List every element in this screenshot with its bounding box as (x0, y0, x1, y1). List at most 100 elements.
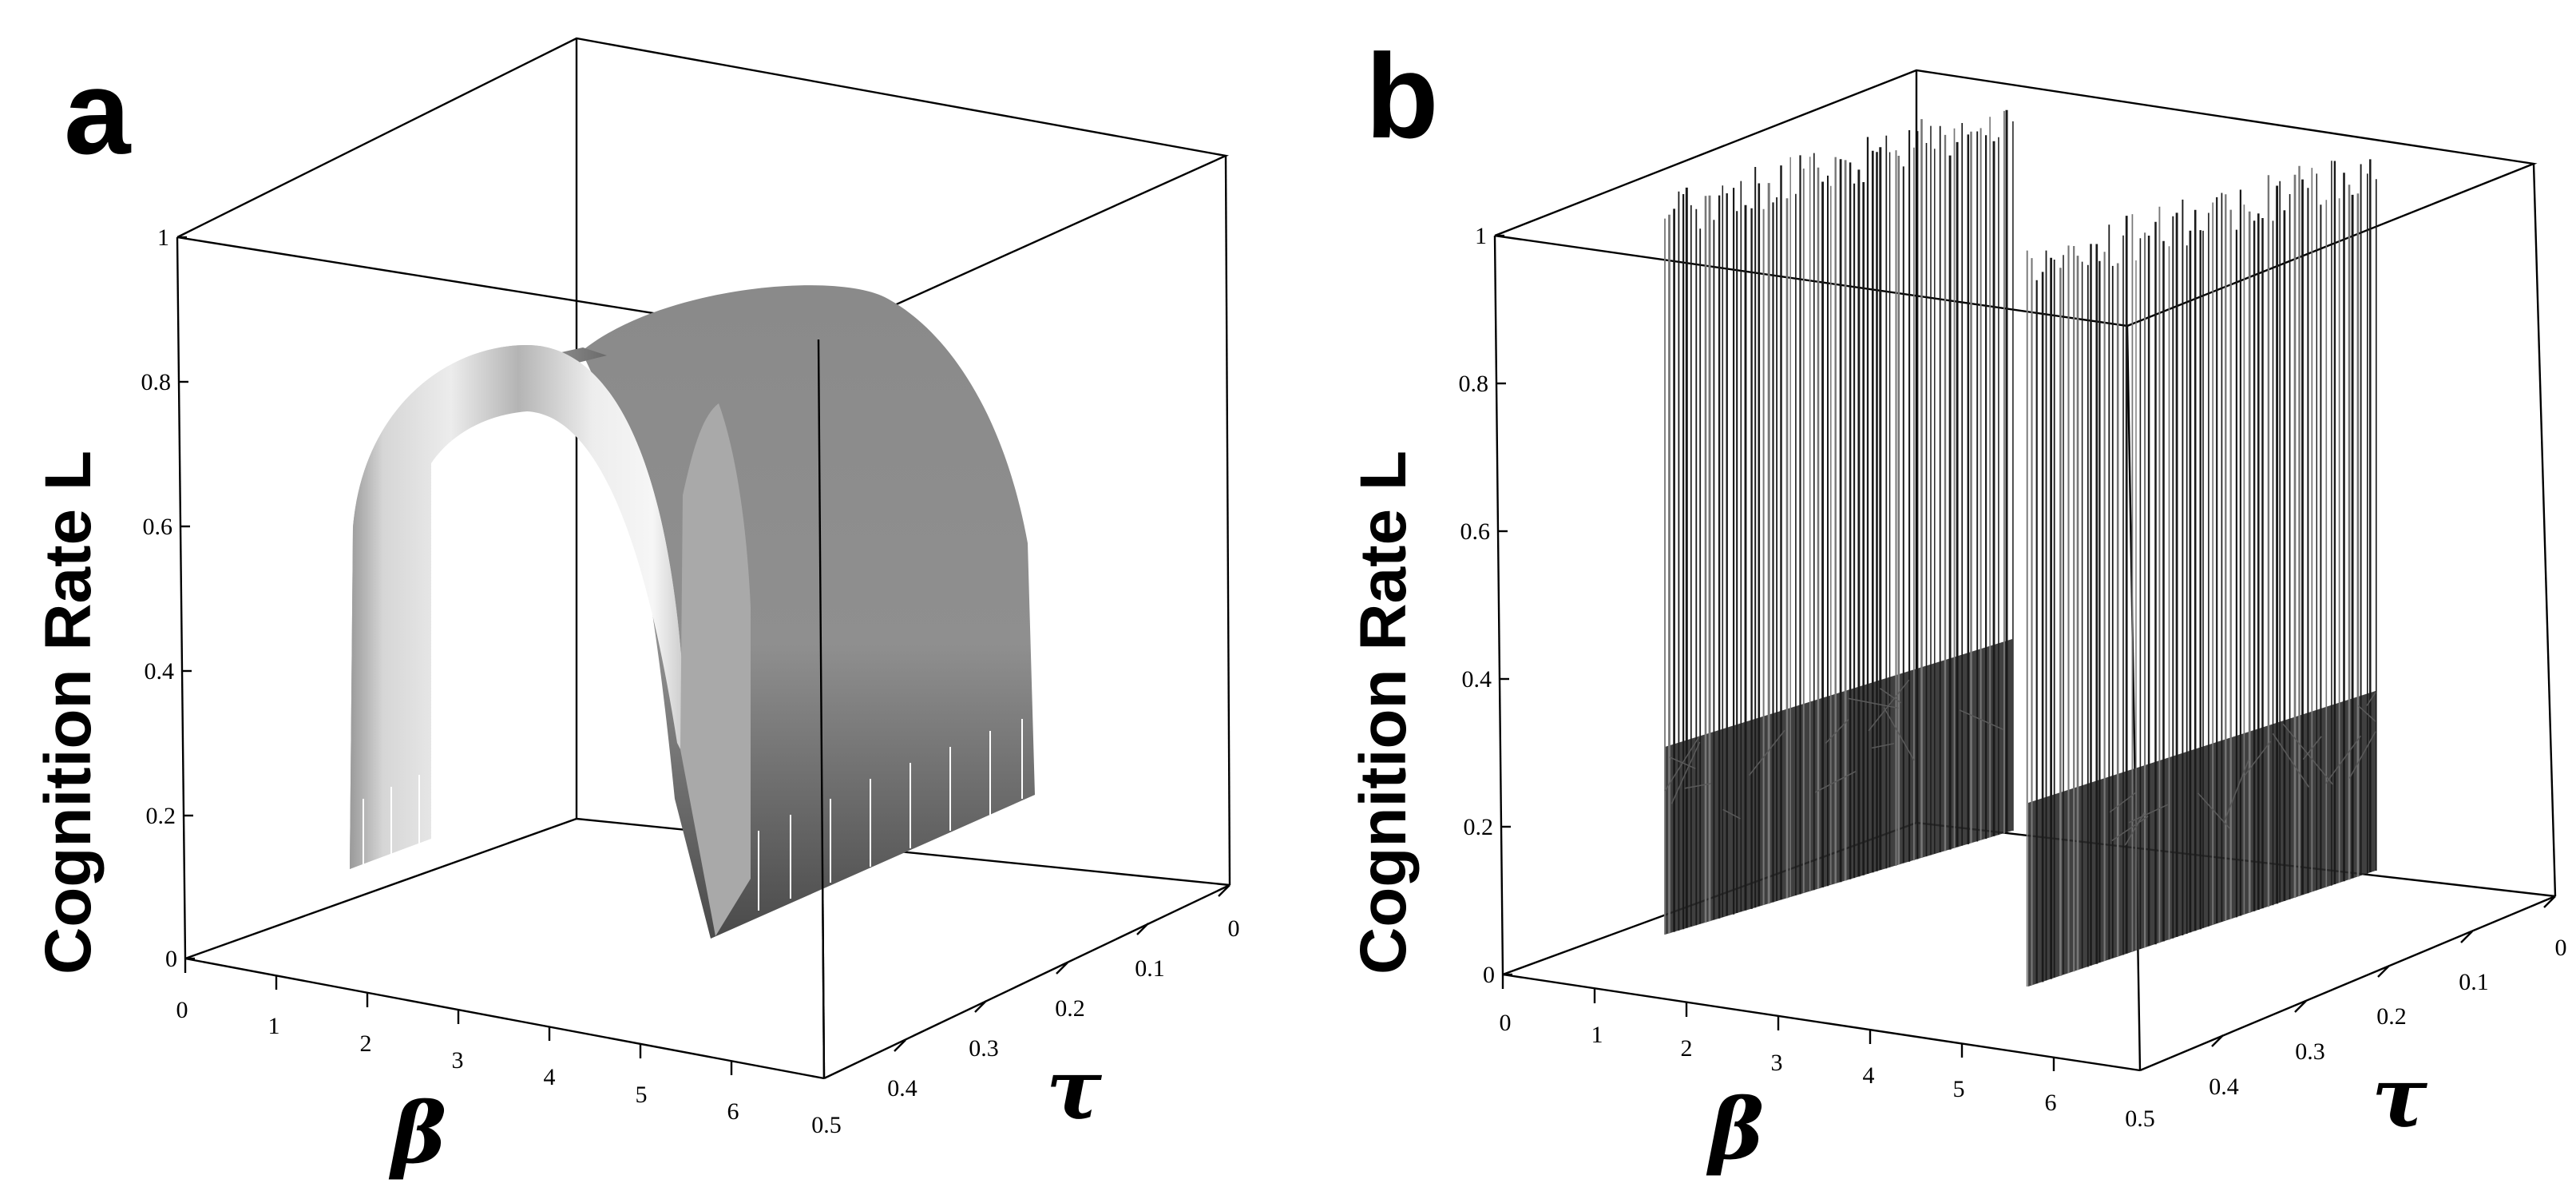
panel-b-tau-axis: 0 0.1 0.2 0.3 0.4 0.5 τ (2125, 895, 2567, 1146)
z-ticklabel: 0.8 (1459, 371, 1489, 397)
tau-tick (2543, 895, 2556, 908)
surface-b-texture (1670, 741, 1701, 804)
surface-b-texture (1880, 688, 1902, 704)
surface-b-texture (1722, 808, 1741, 820)
surface-b-texture (1814, 771, 1857, 793)
z-ticklabel: 0.2 (1464, 814, 1494, 840)
surface-b-texture (2348, 731, 2376, 779)
beta-ticklabel: 5 (636, 1082, 648, 1108)
panel-a-label: a (64, 45, 132, 179)
tau-tick (2377, 965, 2390, 978)
surface-a-right-leg (680, 403, 751, 936)
z-ticklabel: 1 (157, 224, 169, 251)
panel-b-label: b (1365, 29, 1439, 163)
surface-b-texture (2324, 735, 2361, 784)
surface-b-texture (1883, 707, 1915, 761)
panel-a-beta-axis: 0 1 2 3 4 5 6 β (176, 959, 739, 1182)
surface-a-striations-left (363, 695, 644, 867)
beta-ticklabel: 0 (1500, 1010, 1512, 1036)
surface-b-texture (1749, 729, 1785, 776)
tau-ticklabel: 0.4 (887, 1075, 917, 1102)
tau-ticklabel: 0.2 (2376, 1003, 2407, 1030)
tau-tick (1218, 884, 1231, 897)
beta-ticklabel: 0 (176, 997, 188, 1023)
beta-ticklabel: 2 (360, 1030, 372, 1057)
panel-a-surface (350, 285, 1035, 1079)
axis-beta-line (184, 957, 825, 1080)
box-back-floor-edges (184, 817, 1231, 960)
tau-tick (894, 1039, 906, 1052)
panel-a-tau-axis: 0 0.1 0.2 0.3 0.4 0.5 τ (811, 884, 1240, 1138)
box-vertical-left (176, 236, 187, 959)
tau-ticklabel: 0 (1228, 915, 1240, 942)
surface-b-texture (1664, 736, 1700, 792)
beta-ticklabel: 1 (1591, 1022, 1603, 1048)
box-top-edges (1494, 69, 2538, 328)
surface-b-dense-band (1665, 639, 2012, 935)
axis-tau-line (2139, 895, 2556, 1072)
surface-b-dense-band (2028, 691, 2376, 986)
surface-b-texture (2302, 736, 2322, 760)
panel-a: a (32, 37, 1240, 1182)
beta-ticklabel: 4 (544, 1064, 556, 1090)
tau-ticklabel: 0.1 (1135, 955, 1165, 982)
surface-b-texture (2109, 792, 2136, 813)
panel-b-surface (1664, 109, 2377, 986)
surface-b-texture (2111, 816, 2149, 842)
panel-a-z-axis: 1 0.8 0.6 0.4 0.2 0 Cognition Rate L (32, 224, 195, 975)
beta-ticklabel: 1 (268, 1013, 280, 1039)
beta-ticklabel: 4 (1863, 1062, 1875, 1089)
z-axis-label: Cognition Rate L (32, 451, 105, 975)
surface-b-texture (2366, 692, 2376, 706)
panel-b-box (1493, 69, 2557, 1072)
surface-b-texture (1669, 756, 1696, 769)
z-ticklabel: 1 (1475, 223, 1487, 249)
surface-b-texture (2244, 740, 2272, 776)
tau-ticklabel: 0.2 (1055, 995, 1085, 1022)
beta-axis-label: β (1706, 1080, 1764, 1178)
tau-ticklabel: 0 (2555, 935, 2567, 961)
box-vertical-front (2126, 325, 2142, 1071)
tau-tick (2460, 931, 2473, 943)
beta-ticklabel: 5 (1953, 1076, 1965, 1102)
surface-b-texture (2128, 804, 2169, 824)
panel-b: b 1 0.8 0.6 0.4 0.2 0 Cognition Rate (1347, 29, 2567, 1178)
z-ticklabel: 0.6 (143, 514, 173, 540)
tau-ticklabel: 0.5 (811, 1112, 842, 1138)
tau-ticklabel: 0.4 (2209, 1074, 2239, 1100)
surface-b-texture (2272, 732, 2310, 788)
beta-ticklabel: 2 (1681, 1035, 1693, 1062)
tau-tick (974, 1000, 987, 1013)
z-ticklabel: 0.2 (146, 803, 176, 829)
tau-axis-label: τ (2372, 1048, 2428, 1146)
box-vertical-right (1224, 155, 1231, 886)
beta-ticklabel: 6 (2045, 1090, 2057, 1116)
beta-ticklabel: 3 (452, 1047, 464, 1074)
surface-b-texture (1871, 743, 1895, 749)
tau-tick (1136, 923, 1149, 935)
tau-tick (2211, 1034, 2224, 1047)
z-ticklabel: 0.6 (1460, 518, 1491, 545)
tau-tick (2294, 1000, 2307, 1013)
z-ticklabel: 0 (1483, 962, 1495, 988)
tau-ticklabel: 0.5 (2125, 1106, 2155, 1132)
beta-ticklabel: 3 (1771, 1050, 1783, 1076)
surface-b-texture (1848, 697, 1899, 709)
panel-b-beta-axis: 0 1 2 3 4 5 6 β (1500, 975, 2057, 1178)
z-ticklabel: 0.4 (1462, 666, 1492, 693)
surface-b-texture (2198, 792, 2230, 829)
box-vertical-front-overlay (817, 339, 826, 1079)
surface-a-front-arch (350, 345, 687, 869)
surface-b-texture (2357, 705, 2376, 722)
surface-b-texture (1959, 709, 2003, 730)
tau-axis-label: τ (1046, 1040, 1103, 1138)
surface-b-texture (2224, 759, 2249, 820)
surface-b-texture (2124, 812, 2146, 846)
surface-a-striations-right (758, 719, 1023, 911)
z-axis-label: Cognition Rate L (1347, 451, 1420, 975)
tau-tick (1056, 962, 1068, 975)
box-top-edges (176, 37, 1230, 341)
panel-b-z-axis: 1 0.8 0.6 0.4 0.2 0 Cognition Rate L (1347, 223, 1512, 988)
box-vertical-right (2532, 163, 2557, 897)
